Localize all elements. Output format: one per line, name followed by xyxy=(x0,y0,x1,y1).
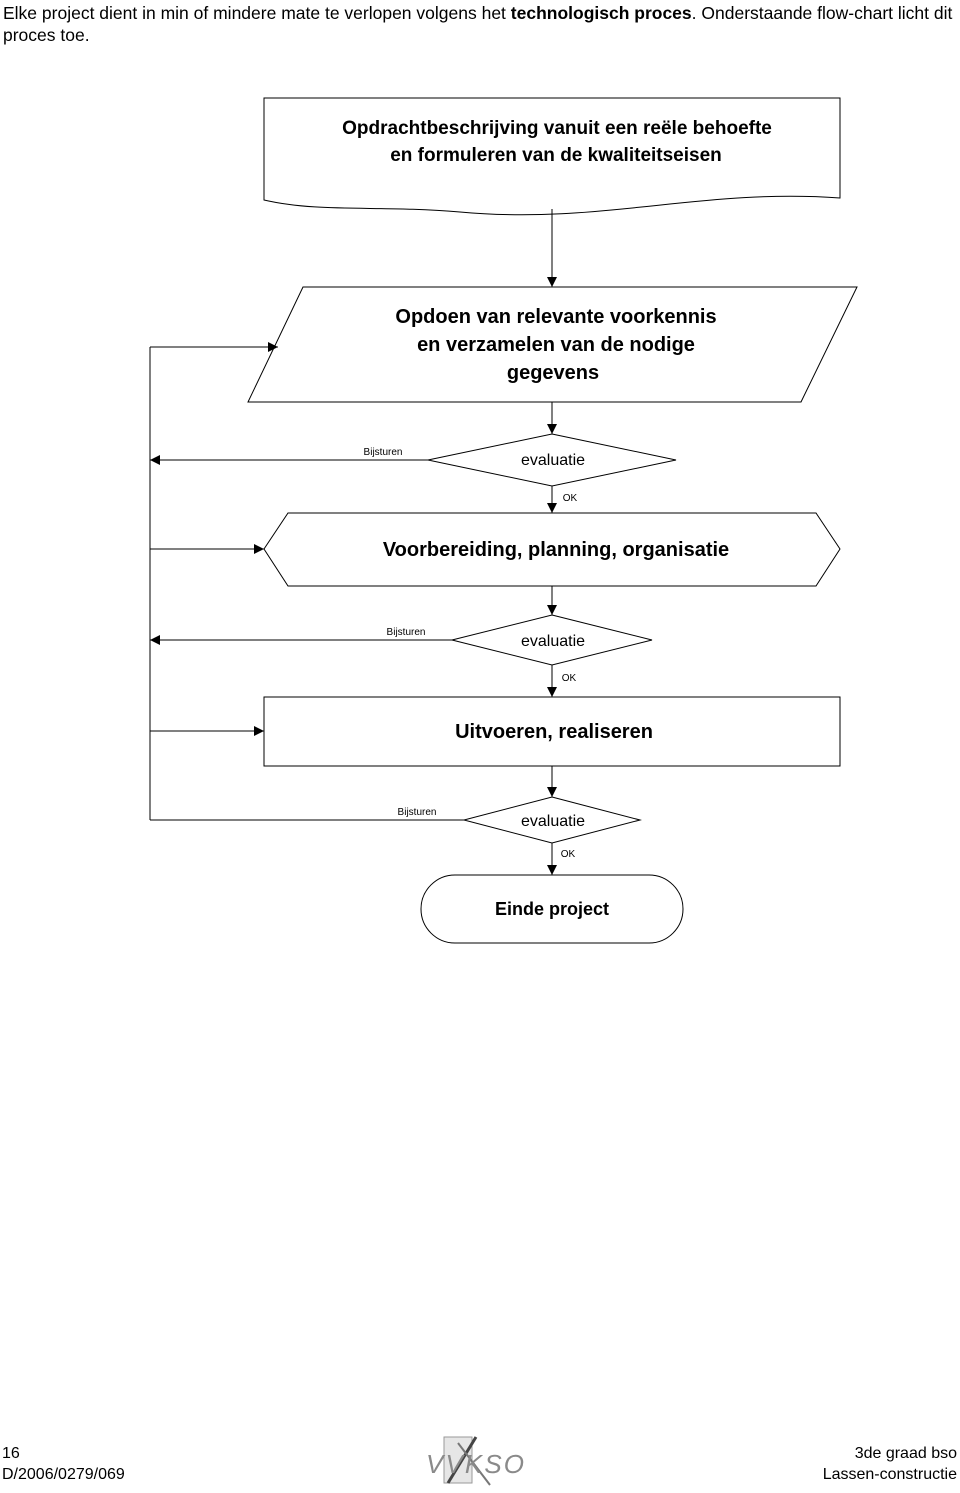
decision-3-yes-label: OK xyxy=(561,849,576,860)
page-number: 16 xyxy=(2,1445,20,1462)
parallelogram-shape xyxy=(247,286,858,403)
footer-right: 3de graad bso Lassen-constructie xyxy=(823,1443,957,1485)
intro-bold-term: technologisch proces xyxy=(510,3,692,23)
vvkso-logo: VVKSO xyxy=(426,1436,524,1486)
terminator-shape xyxy=(420,874,684,944)
decision-3-no-label: Bijsturen xyxy=(398,807,437,818)
parallelogram-text-line-3: gegevens xyxy=(507,362,599,384)
parallelogram-text-line-1: Opdoen van relevante voorkennis xyxy=(395,306,716,328)
intro-text-2: . Onderstaande flow-chart licht dit proc… xyxy=(3,3,953,45)
hexagon-text: Voorbereiding, planning, organisatie xyxy=(383,539,729,561)
decision-1-label: evaluatie xyxy=(521,452,585,469)
document-code: D/2006/0279/069 xyxy=(2,1466,125,1483)
grade-label: 3de graad bso xyxy=(854,1445,957,1462)
intro-paragraph: Elke project dient in min of mindere mat… xyxy=(3,2,955,46)
process-text: Uitvoeren, realiseren xyxy=(455,721,653,743)
process-shape xyxy=(263,696,841,767)
logo-text: VVKSO xyxy=(426,1449,524,1479)
terminator-text: Einde project xyxy=(495,899,609,919)
decision-3-label: evaluatie xyxy=(521,813,585,830)
document-text-line-2: en formuleren van de kwaliteitseisen xyxy=(390,145,722,166)
decision-2-yes-label: OK xyxy=(562,673,577,684)
decision-2-label: evaluatie xyxy=(521,633,585,650)
decision-1-no-label: Bijsturen xyxy=(364,447,403,458)
decision-1-yes-label: OK xyxy=(563,493,578,504)
parallelogram-text-line-2: en verzamelen van de nodige xyxy=(417,334,695,356)
subject-label: Lassen-constructie xyxy=(822,1466,957,1483)
footer-left: 16 D/2006/0279/069 xyxy=(2,1443,125,1485)
document-text-line-1: Opdrachtbeschrijving vanuit een reële be… xyxy=(342,118,772,139)
document-shape xyxy=(263,97,841,216)
intro-text-1: Elke project dient in min of mindere mat… xyxy=(3,3,511,23)
decision-2-no-label: Bijsturen xyxy=(387,627,426,638)
